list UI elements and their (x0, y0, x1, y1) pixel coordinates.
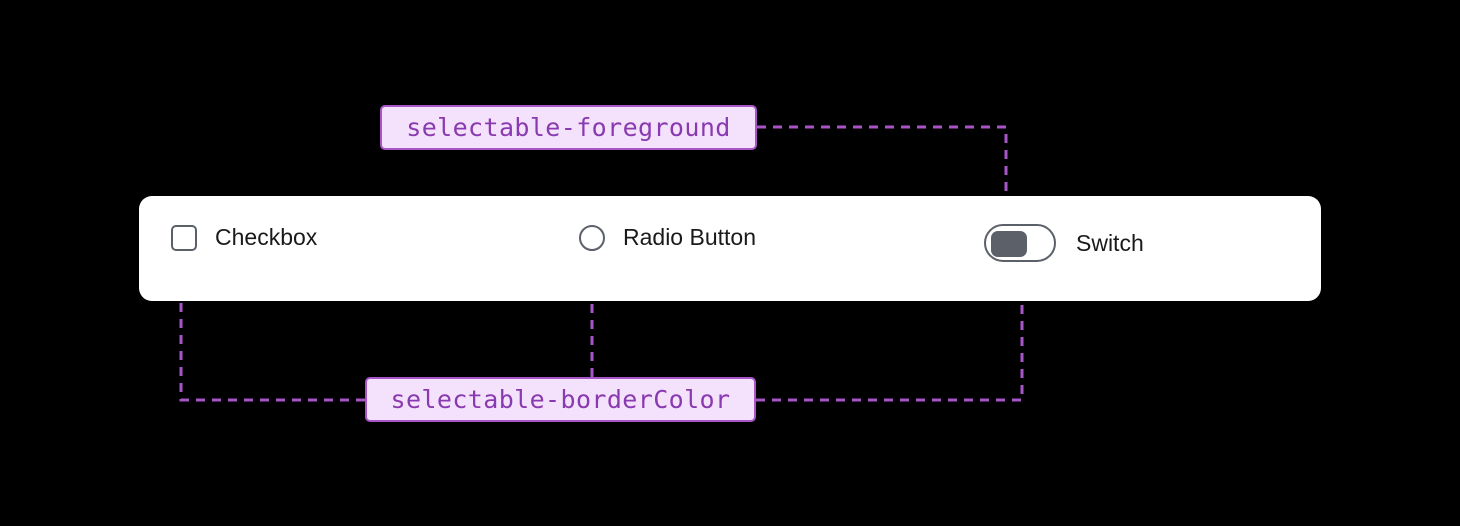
radio-unselected-icon[interactable] (579, 224, 605, 251)
component-preview-card: Checkbox Radio Button Switch (139, 196, 1321, 301)
switch-label: Switch (1076, 229, 1144, 256)
checkbox-label: Checkbox (215, 224, 318, 250)
control-group-checkbox: Checkbox (171, 224, 317, 251)
control-group-radio: Radio Button (579, 224, 756, 251)
radio-label: Radio Button (623, 224, 756, 250)
checkbox-unchecked-icon[interactable] (171, 224, 197, 251)
token-label-selectable-foreground[interactable]: selectable-foreground (380, 105, 757, 150)
token-label-selectable-bordercolor[interactable]: selectable-borderColor (365, 377, 756, 422)
control-group-switch: Switch (984, 224, 1144, 262)
switch-off-icon[interactable] (984, 224, 1056, 262)
switch-thumb[interactable] (991, 231, 1027, 257)
